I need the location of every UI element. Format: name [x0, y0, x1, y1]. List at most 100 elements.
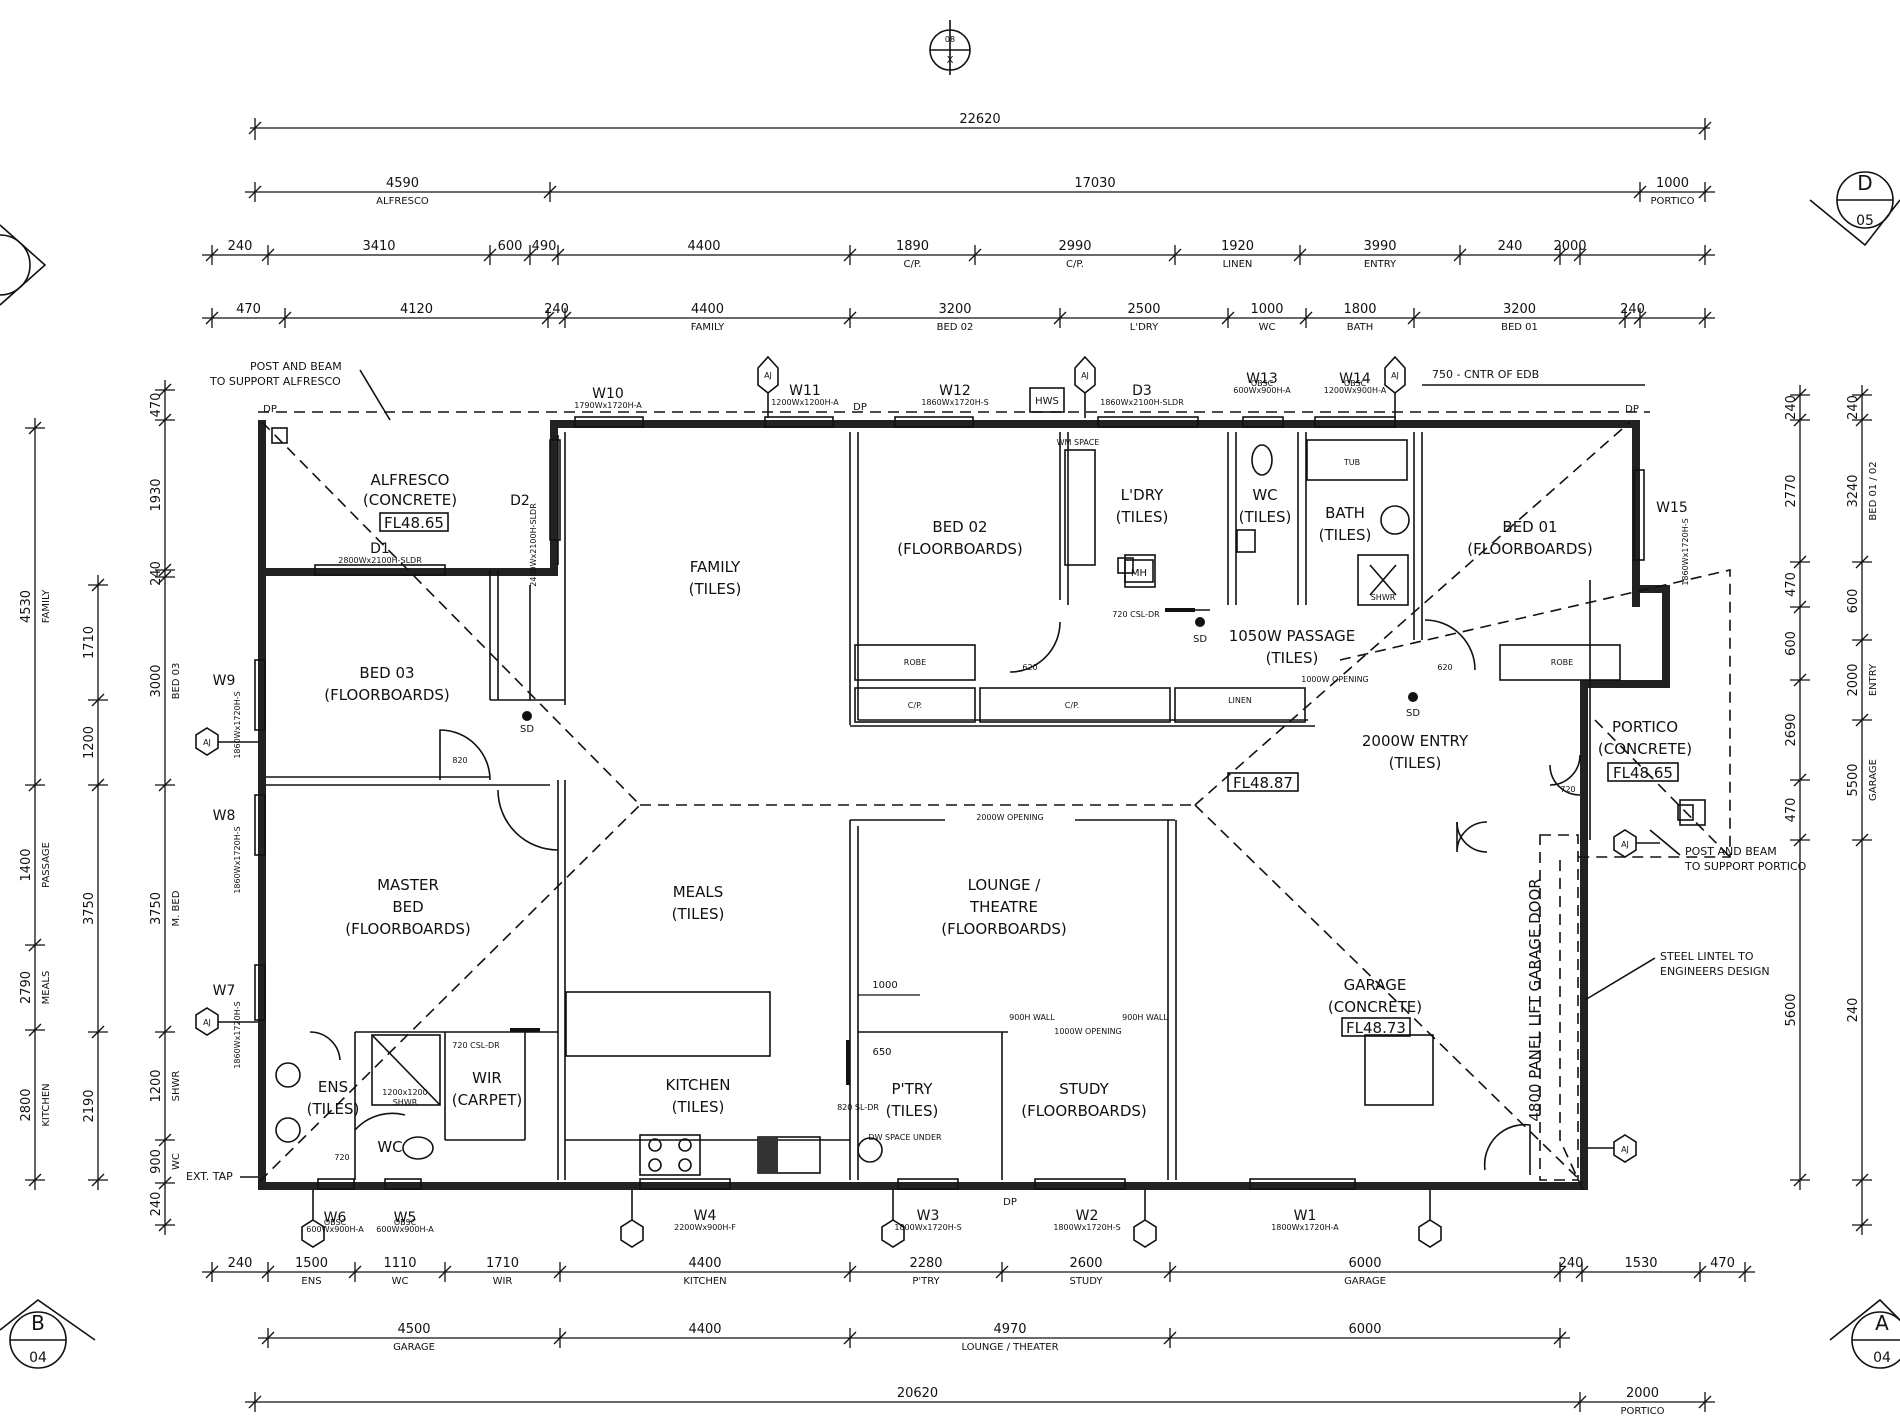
window-id: D1	[370, 541, 390, 557]
opening-1000-label: 1000W OPENING	[1301, 675, 1369, 684]
room-study-name: STUDY	[1059, 1080, 1109, 1098]
dim-value: 4970	[993, 1322, 1026, 1337]
window-spec: 1800Wx1720H-S	[1053, 1223, 1120, 1232]
dim-value: 240	[1498, 239, 1523, 254]
dim-label: WIR	[493, 1276, 513, 1287]
window-id: W9	[213, 673, 236, 689]
room-alfresco-finish: (CONCRETE)	[363, 491, 457, 509]
window-id: W10	[592, 386, 624, 402]
room-bed02-name: BED 02	[932, 518, 987, 536]
window-note: OBSC	[324, 1218, 347, 1227]
dim-label: L'DRY	[1130, 322, 1159, 333]
window-id: W5	[394, 1210, 417, 1226]
room-garage-finish: (CONCRETE)	[1328, 998, 1422, 1016]
dim-value: 5500	[1846, 763, 1861, 796]
shwr-size-label: 1200x1200	[382, 1088, 427, 1097]
dim-value: 1000	[1250, 302, 1283, 317]
room-labels: ALFRESCO (CONCRETE) FL48.65 FAMILY (TILE…	[307, 471, 1692, 1156]
dim-label: ALFRESCO	[376, 196, 429, 207]
dim-value: 900	[149, 1149, 164, 1174]
dim-label: GARAGE	[1344, 1276, 1386, 1287]
dim-value: 3200	[1503, 302, 1536, 317]
window-id: D3	[1132, 383, 1152, 399]
room-ldry-name: L'DRY	[1121, 486, 1164, 504]
ext-tap-label: EXT. TAP	[186, 1170, 233, 1183]
window-spec: 600Wx900H-A	[306, 1225, 364, 1234]
mh-label: MH	[1131, 568, 1147, 579]
dim-value: 3750	[149, 892, 164, 925]
lintel-note-2: ENGINEERS DESIGN	[1660, 965, 1770, 978]
cup-label: C/P.	[908, 701, 922, 710]
dim-value: 470	[149, 393, 164, 418]
window-spec: 1800Wx1720H-S	[894, 1223, 961, 1232]
window-id: W11	[789, 383, 821, 399]
room-entry-finish: (TILES)	[1389, 754, 1442, 772]
aj-tag: AJ	[1621, 840, 1629, 849]
dim-label: SHWR	[171, 1071, 182, 1102]
dim-value: 1200	[82, 726, 97, 759]
robe-label: ROBE	[904, 658, 926, 667]
dim-label: M. BED	[171, 890, 182, 926]
window-note: OBSC	[1344, 379, 1367, 388]
dim-label: BED 02	[937, 322, 974, 333]
ptry-door-label: 820 SL-DR	[837, 1103, 879, 1112]
dim-value: 17030	[1074, 176, 1115, 191]
room-bed03-finish: (FLOORBOARDS)	[324, 686, 450, 704]
dim-value: 600	[1784, 631, 1799, 656]
dim-value: 1710	[486, 1256, 519, 1271]
dim-value: 1400	[19, 848, 34, 881]
hall-fl: FL48.87	[1233, 774, 1293, 792]
room-meals-finish: (TILES)	[672, 905, 725, 923]
dim-value: 240	[149, 1192, 164, 1217]
dim-value: 2000	[1846, 663, 1861, 696]
sd-label: SD	[1406, 708, 1420, 719]
aj-tags: AJ AJ AJ AJ AJ AJ AJ	[195, 355, 1660, 1248]
door-size-label: 720	[334, 1153, 349, 1162]
dim-label: ENTRY	[1868, 663, 1879, 696]
dim-value: 1000	[1656, 176, 1689, 191]
dim-label: KITCHEN	[683, 1276, 726, 1287]
aj-tag: AJ	[1391, 371, 1399, 380]
dim-label: FAMILY	[41, 589, 52, 623]
window-id: D2	[510, 493, 530, 509]
dim-value: 4120	[400, 302, 433, 317]
dim-value: 2770	[1784, 474, 1799, 507]
room-alfresco-fl: FL48.65	[384, 514, 444, 532]
room-lounge-finish: (FLOORBOARDS)	[941, 920, 1067, 938]
north-marker: 08 X	[929, 20, 971, 75]
sd-label: SD	[520, 724, 534, 735]
shwr-label: SHWR	[393, 1098, 418, 1107]
aj-tag: AJ	[203, 1018, 211, 1027]
post-portico-note-2: TO SUPPORT PORTICO	[1684, 860, 1807, 873]
walls	[254, 411, 1731, 1191]
room-master-line2: BED	[392, 898, 423, 916]
window-spec: 2200Wx900H-F	[674, 1223, 736, 1232]
dim-value: 5600	[1784, 993, 1799, 1026]
tub-label: TUB	[1343, 458, 1360, 467]
window-spec: 600Wx900H-A	[1233, 386, 1291, 395]
room-family-finish: (TILES)	[689, 580, 742, 598]
dim-value: 4500	[397, 1322, 430, 1337]
north-marker-bottom: X	[947, 55, 954, 66]
dim-value: 2000	[1626, 1386, 1659, 1401]
dim-value: 240	[544, 302, 569, 317]
window-spec: 1200Wx1200H-A	[771, 398, 839, 407]
room-bed01-name: BED 01	[1502, 518, 1557, 536]
room-ptry-name: P'TRY	[892, 1080, 934, 1098]
dim-value: 240	[1620, 302, 1645, 317]
window-id: W1	[1294, 1208, 1317, 1224]
dim-value: 2600	[1069, 1256, 1102, 1271]
window-id: W15	[1656, 500, 1688, 516]
section-a-sheet: 04	[1873, 1350, 1891, 1366]
window-id: W2	[1076, 1208, 1099, 1224]
edb-note: 750 - CNTR OF EDB	[1432, 368, 1539, 381]
dim-value: 2280	[909, 1256, 942, 1271]
dim-value: 1500	[295, 1256, 328, 1271]
sd-label: SD	[1193, 634, 1207, 645]
room-lounge-line2: THEATRE	[969, 898, 1038, 916]
glass-door-label: 720 CSL-DR	[1112, 610, 1160, 619]
dim-value: 2800	[19, 1088, 34, 1121]
room-wir-finish: (CARPET)	[452, 1091, 523, 1109]
